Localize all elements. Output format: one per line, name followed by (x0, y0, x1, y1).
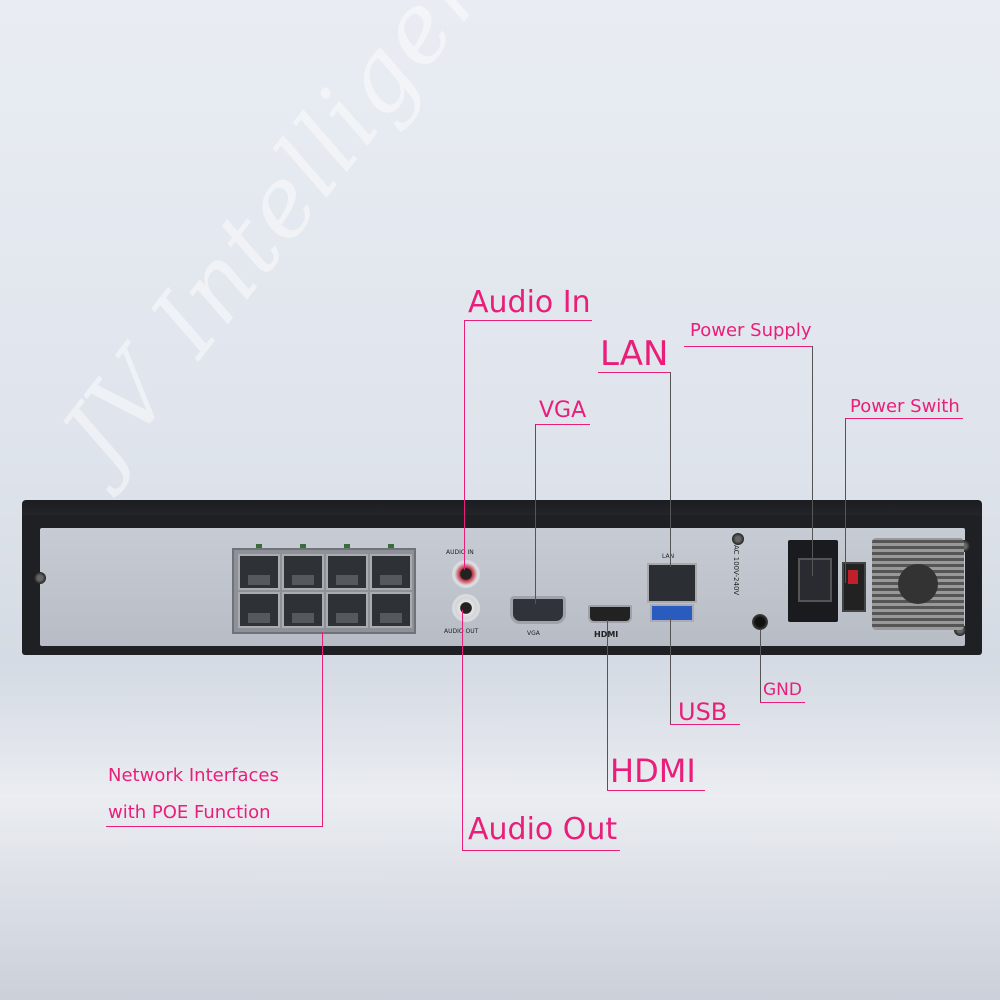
screw-icon (34, 572, 46, 584)
gnd-callout: GND (763, 680, 802, 700)
audio-out-callout: Audio Out (468, 812, 618, 847)
vga-port[interactable] (510, 596, 566, 624)
vga-leader (535, 424, 536, 604)
hdmi-callout: HDMI (610, 752, 696, 790)
hdmi-leader (607, 620, 608, 790)
audio-out-underline (462, 850, 620, 851)
poe-port[interactable] (238, 592, 280, 628)
power-supply-leader (812, 346, 813, 576)
led-icon (300, 544, 306, 548)
vga-underline (535, 424, 590, 425)
lan-callout: LAN (600, 334, 669, 374)
network-callout-line2: with POE Function (108, 802, 271, 823)
hdmi-port[interactable] (588, 605, 632, 623)
network-leader (322, 632, 323, 826)
table-reflection (0, 660, 1000, 1000)
lan-underline (598, 372, 670, 373)
led-icon (388, 544, 394, 548)
audio-in-underline (464, 320, 592, 321)
usb-callout: USB (678, 698, 728, 726)
power-switch[interactable] (842, 562, 866, 612)
power-supply-callout: Power Supply (690, 320, 812, 341)
audio-out-jack[interactable] (452, 594, 480, 622)
poe-port[interactable] (238, 554, 280, 590)
poe-port[interactable] (282, 554, 324, 590)
led-icon (256, 544, 262, 548)
power-supply-underline (684, 346, 812, 347)
network-callout-line1: Network Interfaces (108, 765, 279, 786)
network-underline (106, 826, 323, 827)
power-switch-leader (845, 418, 846, 583)
ac-rating-label: AC 100V-240V (732, 545, 740, 596)
audio-in-callout: Audio In (468, 285, 591, 320)
lan-port[interactable] (647, 563, 697, 603)
poe-port-block (232, 544, 416, 634)
gnd-underline (760, 702, 805, 703)
hdmi-panel-label: HDMI (594, 630, 618, 639)
poe-port[interactable] (370, 592, 412, 628)
power-switch-callout: Power Swith (850, 396, 960, 417)
fan-grille-icon (872, 538, 964, 630)
hdmi-underline (607, 790, 705, 791)
audio-out-panel-label: AUDIO OUT (444, 628, 479, 635)
audio-in-leader (464, 320, 465, 570)
power-switch-underline (845, 418, 963, 419)
lan-leader (670, 372, 671, 567)
power-inlet[interactable] (788, 540, 838, 622)
led-icon (344, 544, 350, 548)
usb-underline (670, 724, 740, 725)
screw-icon (732, 533, 744, 545)
vga-callout: VGA (539, 398, 587, 423)
gnd-leader (760, 630, 761, 702)
poe-port[interactable] (326, 554, 368, 590)
vga-panel-label: VGA (527, 630, 540, 637)
audio-out-leader (462, 610, 463, 850)
ground-terminal[interactable] (752, 614, 768, 630)
usb-leader (670, 618, 671, 724)
lan-panel-label: LAN (662, 553, 675, 560)
poe-port[interactable] (282, 592, 324, 628)
audio-in-panel-label: AUDIO IN (446, 549, 474, 556)
poe-port[interactable] (326, 592, 368, 628)
audio-in-jack[interactable] (452, 560, 480, 588)
poe-port[interactable] (370, 554, 412, 590)
usb-port[interactable] (650, 604, 694, 622)
